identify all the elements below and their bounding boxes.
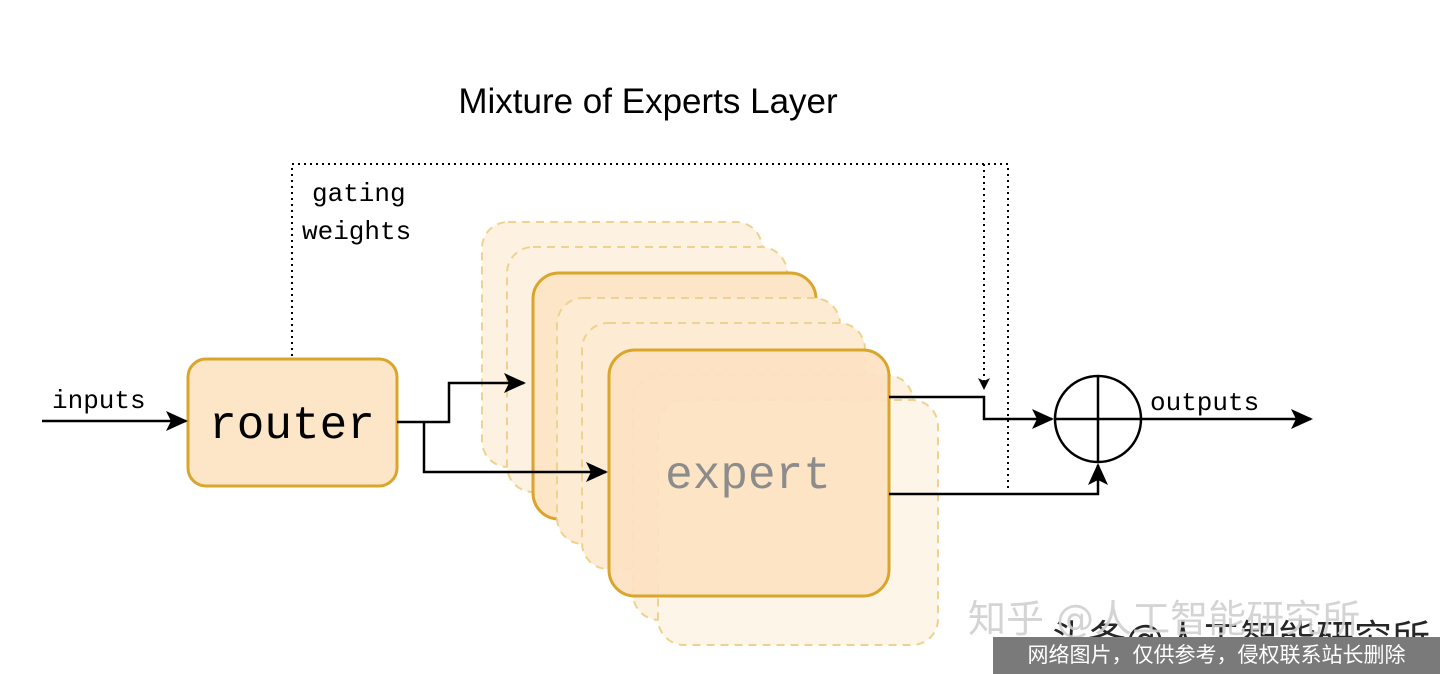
copyright-notice: 网络图片，仅供参考，侵权联系站长删除 (993, 637, 1440, 674)
expert-to-combine-upper-arrow (889, 395, 1054, 429)
gating-weights-connector (291, 163, 1009, 492)
inputs-label: inputs (52, 386, 146, 416)
expert-box (607, 348, 891, 598)
router-to-expert-lower-arrow (422, 422, 608, 482)
gating-label-line1: gating (312, 179, 406, 209)
expert-stack-front (607, 348, 939, 646)
expert-to-combine-lower-arrow (889, 463, 1108, 496)
outputs-label: outputs (1150, 388, 1259, 418)
watermark-zhihu: 知乎 @人工智能研究所 (968, 597, 1360, 641)
diagram-title: Mixture of Experts Layer (458, 82, 838, 121)
router-label: router (209, 400, 375, 452)
gating-label-line2: weights (302, 217, 411, 247)
combine-plus-icon (1053, 374, 1143, 464)
expert-label: expert (665, 450, 831, 502)
